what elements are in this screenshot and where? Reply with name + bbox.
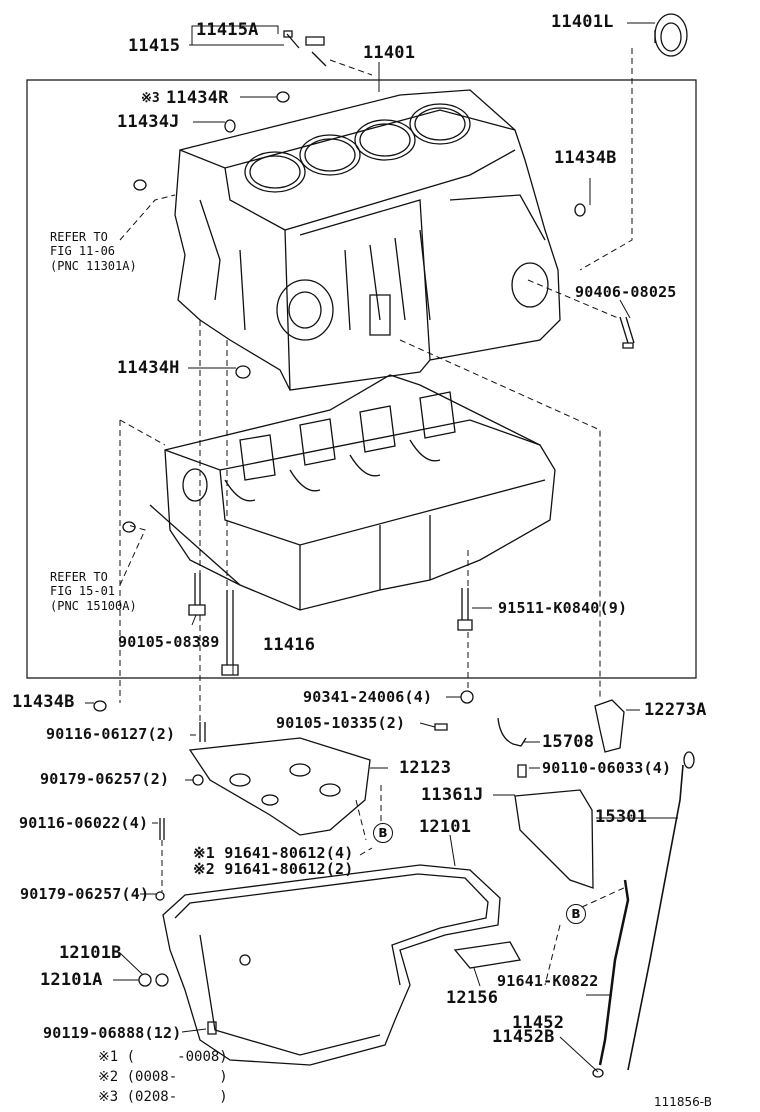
footnote-1: ※1 ( -0008) [98, 1049, 228, 1065]
bracket-12273A-shape [595, 700, 624, 752]
bolt-90105-10335-shape [435, 724, 447, 730]
plug-11434B-left-shape [94, 701, 106, 711]
bolt-90110-shape [518, 765, 526, 777]
nut-90179-b-shape [156, 892, 164, 900]
label-90341-24006: 90341-24006(4) [303, 688, 433, 706]
label-91641-80612-1: ※1 91641-80612(4) [193, 844, 354, 862]
bolt-90406-shape [620, 317, 634, 348]
label-11434R-mark: ※3 [141, 91, 160, 106]
label-12101: 12101 [419, 817, 472, 837]
label-11434R: 11434R [166, 88, 229, 108]
baffle-plate-shape [515, 790, 593, 888]
label-11401: 11401 [363, 43, 416, 63]
plug-11434J-shape [225, 120, 235, 132]
label-11434H: 11434H [117, 358, 180, 378]
oil-pan-shape [163, 865, 500, 1065]
drain-plug-shape [139, 974, 151, 986]
label-11434J: 11434J [117, 112, 180, 132]
label-15301: 15301 [595, 807, 648, 827]
label-11361J: 11361J [421, 785, 484, 805]
plug-11434B-shape [575, 204, 585, 216]
footnote-3: ※3 (0208- ) [98, 1089, 228, 1105]
label-11401L: 11401L [551, 12, 614, 32]
dipstick-shape [628, 765, 683, 1070]
label-12123: 12123 [399, 758, 452, 778]
label-11434B-top: 11434B [554, 148, 617, 168]
callout-b-2: B [566, 904, 586, 924]
label-90116-06022: 90116-06022(4) [19, 814, 149, 832]
label-90105-10335: 90105-10335(2) [276, 714, 406, 732]
dipstick-guide-shape [600, 880, 628, 1065]
plug-left-shape [134, 180, 146, 190]
label-12273A: 12273A [644, 700, 707, 720]
label-90116-06127: 90116-06127(2) [46, 725, 176, 743]
label-12101A: 12101A [40, 970, 103, 990]
plug-11434R-shape [277, 92, 289, 102]
label-91511-K0840: 91511-K0840(9) [498, 599, 628, 617]
label-11434B-left: 11434B [12, 692, 75, 712]
label-91641-80612-2: ※2 91641-80612(2) [193, 860, 354, 878]
label-11452: 11452 [512, 1013, 565, 1033]
bolt-11416-shape [222, 590, 238, 675]
bolt-90105-08389-shape [189, 573, 205, 615]
engine-block-group-frame [27, 80, 696, 678]
washer-90341-shape [461, 691, 473, 703]
footnote-2: ※2 (0008- ) [98, 1069, 228, 1085]
label-90110-06033: 90110-06033(4) [542, 759, 672, 777]
label-11415A: 11415A [196, 20, 259, 40]
o-ring-shape [593, 1069, 603, 1077]
label-91641-K0822: 91641-K0822 [497, 972, 599, 990]
refer-fig-15-01: REFER TO FIG 15-01 (PNC 15100A) [50, 570, 137, 613]
stud-bolt-shape [284, 31, 326, 66]
sensor-15708-shape [498, 718, 526, 746]
stud-90116-06022-shape [160, 818, 164, 840]
cylinder-block-shape [175, 90, 560, 390]
label-90179-06257-a: 90179-06257(2) [40, 770, 170, 788]
label-15708: 15708 [542, 732, 595, 752]
label-90105-08389: 90105-08389 [118, 633, 220, 651]
label-90119-06888: 90119-06888(12) [43, 1024, 182, 1042]
label-11415: 11415 [128, 36, 181, 56]
label-12101B: 12101B [59, 943, 122, 963]
label-90406-08025: 90406-08025 [575, 283, 677, 301]
oil-seal-shape [655, 14, 687, 56]
nut-90179-a-shape [193, 775, 203, 785]
stiffener-plate-shape [190, 738, 370, 835]
callout-b-1: B [373, 823, 393, 843]
label-11416: 11416 [263, 635, 316, 655]
label-90179-06257-b: 90179-06257(4) [20, 885, 150, 903]
oil-strainer-shape [455, 942, 520, 968]
label-12156: 12156 [446, 988, 499, 1008]
catalog-number: 111856-B [654, 1095, 712, 1109]
bolt-90119-shape [208, 1022, 216, 1034]
gasket-12101B-shape [156, 974, 168, 986]
crankcase-shape [150, 375, 555, 610]
refer-fig-11-06: REFER TO FIG 11-06 (PNC 11301A) [50, 230, 137, 273]
bolt-91511-shape [458, 588, 472, 630]
label-11452B: 11452B [492, 1027, 555, 1047]
bolt-90116-06127-shape [200, 722, 205, 742]
plug-11434H-shape [236, 366, 250, 378]
